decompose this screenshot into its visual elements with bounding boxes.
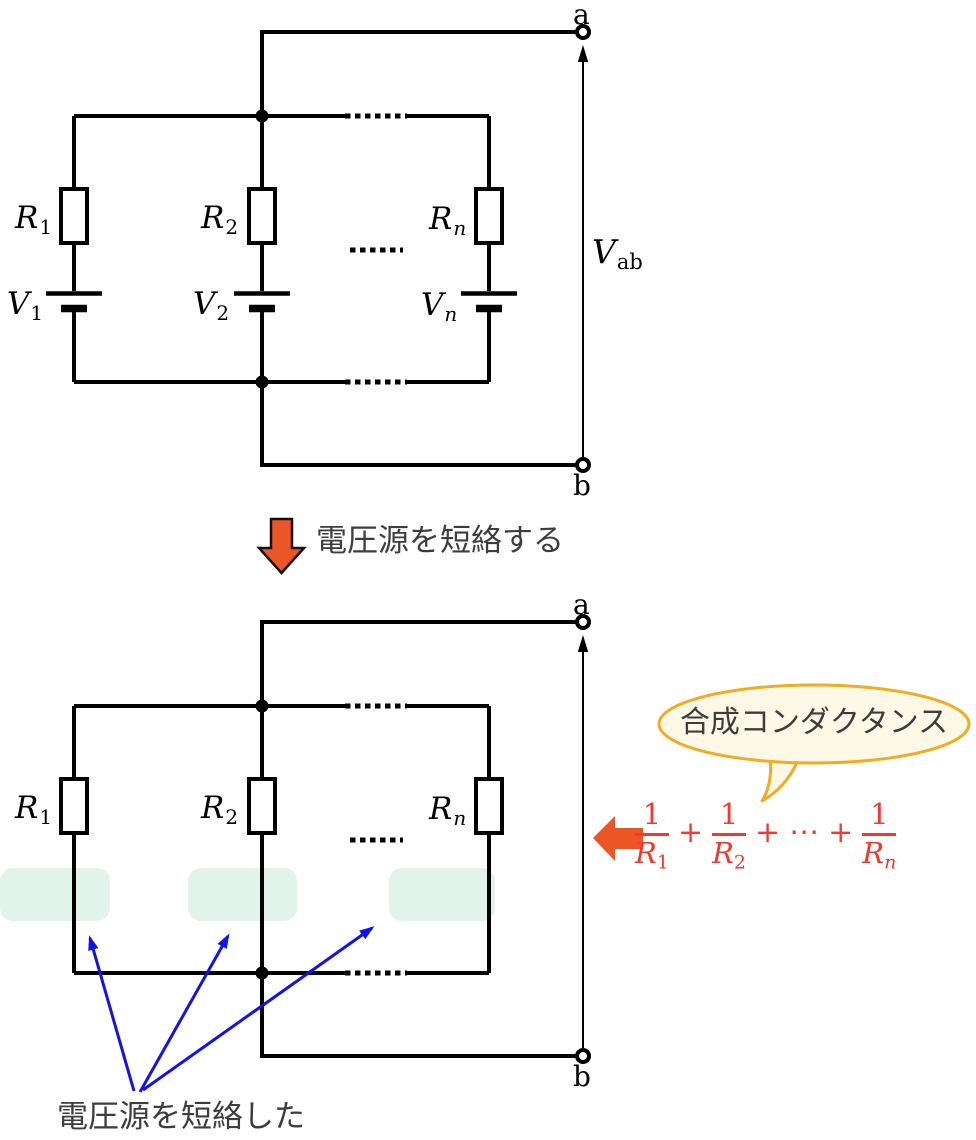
label-rn-bottom: Rn xyxy=(429,791,466,829)
battery-v2 xyxy=(234,291,290,313)
short-highlight-3 xyxy=(389,868,495,921)
fraction-numerator: 1 xyxy=(870,797,889,831)
fraction-numerator: 1 xyxy=(642,797,662,831)
step-label: 電圧源を短絡する xyxy=(316,523,564,558)
label-vab-sub: ab xyxy=(616,250,643,275)
resistor-r1 xyxy=(59,187,89,245)
vab-arrow xyxy=(577,635,589,1048)
label-r2-sub: 2 xyxy=(225,215,239,239)
den-r1-sub: 1 xyxy=(656,851,669,874)
fraction-1-over-r2: 1 R2 xyxy=(712,797,747,872)
fraction-denominator: R2 xyxy=(712,836,746,872)
den-rn-sub: n xyxy=(884,851,897,874)
terminal-b-node xyxy=(575,1048,591,1064)
den-r1-base: R xyxy=(635,836,657,870)
label-vn: Vn xyxy=(421,287,457,325)
bubble-ellipse xyxy=(657,683,971,765)
label-rn-base: R xyxy=(429,791,453,827)
label-v1-sub: 1 xyxy=(30,301,44,325)
step-down-arrow-icon xyxy=(256,517,307,575)
fraction-numerator: 1 xyxy=(719,797,739,831)
den-rn-base: R xyxy=(862,836,885,870)
junction-dot xyxy=(255,966,269,980)
resistor-rn xyxy=(474,187,504,245)
label-rn-sub: n xyxy=(453,806,467,830)
bottom-circuit-wires xyxy=(72,620,576,1058)
junction-dot xyxy=(255,109,269,123)
fraction-1-over-rn: 1 Rn xyxy=(862,797,897,872)
label-vab-base: V xyxy=(592,232,616,271)
short-note-label: 電圧源を短絡した xyxy=(57,1099,305,1134)
label-terminal-a: a xyxy=(573,0,590,31)
bottom-circuit xyxy=(0,614,591,1093)
label-r1-base: R xyxy=(15,790,39,826)
pointer-arrow-2 xyxy=(138,933,230,1093)
resistor-rn xyxy=(474,777,504,835)
pointer-arrow-1 xyxy=(88,935,136,1092)
den-r2-sub: 2 xyxy=(733,851,747,874)
short-highlight-1 xyxy=(0,868,110,921)
formula-left-arrow-icon xyxy=(593,816,643,861)
label-rn-base: R xyxy=(429,201,453,237)
label-terminal-b-bottom: b xyxy=(573,1060,591,1093)
resistor-r1 xyxy=(59,777,89,835)
resistor-r2 xyxy=(247,777,277,835)
label-v1: V1 xyxy=(7,286,43,324)
fraction-denominator: R1 xyxy=(635,836,669,872)
battery-vn xyxy=(461,291,517,313)
label-terminal-b: b xyxy=(573,469,591,502)
terminal-a-node xyxy=(575,24,591,40)
label-r2-bottom: R2 xyxy=(201,790,238,828)
label-vn-sub: n xyxy=(444,302,458,326)
fraction-denominator: Rn xyxy=(862,836,896,872)
label-r2-base: R xyxy=(201,200,225,236)
short-pointer-arrows xyxy=(88,926,375,1093)
label-v2-base: V xyxy=(193,286,216,322)
label-r1-bottom: R1 xyxy=(15,790,52,828)
fraction-bar xyxy=(635,833,669,836)
plus-operator: + xyxy=(828,814,854,850)
plus-operator: + xyxy=(677,814,704,850)
label-r1-sub: 1 xyxy=(39,215,53,239)
top-circuit-wires xyxy=(72,30,576,467)
label-r2-base: R xyxy=(201,790,225,826)
label-v2: V2 xyxy=(193,286,229,324)
label-vn-base: V xyxy=(421,287,444,323)
label-r1-sub: 1 xyxy=(39,805,53,829)
plus-operator: + xyxy=(755,814,781,850)
junction-dot xyxy=(255,375,269,389)
fraction-bar xyxy=(862,833,897,836)
top-circuit-dotted-bus xyxy=(345,113,407,385)
label-vab: Vab xyxy=(592,232,643,273)
short-highlight-2 xyxy=(188,868,297,921)
conductance-callout-bubble xyxy=(657,683,971,803)
terminal-a-node xyxy=(575,614,591,630)
label-rn: Rn xyxy=(429,201,466,239)
label-v2-sub: 2 xyxy=(216,301,230,325)
label-terminal-a-bottom: a xyxy=(573,588,590,621)
fraction-1-over-r1: 1 R1 xyxy=(635,797,669,872)
bottom-circuit-dotted-bus xyxy=(345,703,407,976)
conductance-formula: 1 R1 + 1 R2 + ⋯ + 1 Rn xyxy=(635,797,897,872)
den-r2-base: R xyxy=(712,836,734,870)
battery-v1 xyxy=(46,291,102,313)
resistor-r2 xyxy=(247,187,277,245)
fraction-bar xyxy=(712,833,747,836)
top-circuit xyxy=(46,24,591,473)
label-r2: R2 xyxy=(201,200,238,238)
junction-dot xyxy=(255,699,269,713)
cdots: ⋯ xyxy=(789,814,820,850)
label-r1-base: R xyxy=(15,200,39,236)
label-v1-base: V xyxy=(7,286,30,322)
label-rn-sub: n xyxy=(453,216,467,240)
label-r2-sub: 2 xyxy=(225,805,239,829)
vab-arrow xyxy=(577,45,589,457)
terminal-b-node xyxy=(575,457,591,473)
bubble-tail xyxy=(760,751,803,803)
label-r1: R1 xyxy=(15,200,52,238)
pointer-arrow-3 xyxy=(142,926,375,1092)
conductance-callout-label: 合成コンダクタンス xyxy=(679,706,949,739)
